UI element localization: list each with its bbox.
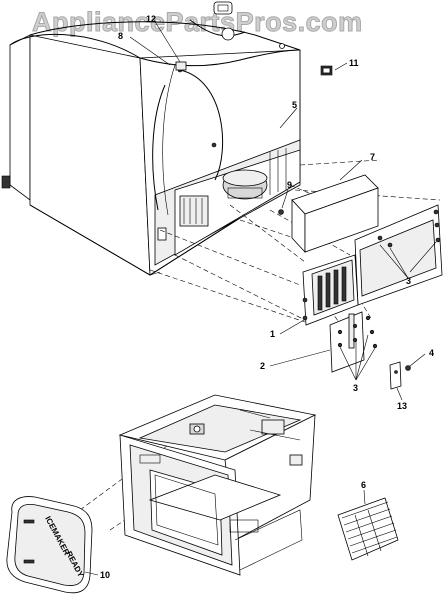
callout-9: 9 (287, 180, 292, 190)
part-11-connector (320, 65, 333, 76)
callout-12: 12 (146, 14, 156, 24)
part-1-vent-grille (302, 254, 359, 326)
part-12-wire-clip (175, 61, 187, 71)
part-4-screw (405, 365, 411, 371)
part-9-screw (278, 209, 284, 215)
logo-icon (213, 1, 233, 15)
callout-8: 8 (118, 31, 123, 41)
leader-lines (84, 19, 437, 576)
callout-7: 7 (370, 152, 375, 162)
callout-6: 6 (361, 480, 366, 490)
part-10-icemaker-cover: ICEMAKER READY (6, 496, 93, 594)
watermark-text: AppliancePartsPros.com (32, 7, 363, 37)
ice-bin-assembly (118, 394, 317, 576)
part-3-rear-cover (354, 204, 443, 306)
refrigerator-cabinet (1, 19, 301, 276)
part-7-insulation (291, 174, 379, 254)
callout-4: 4 (429, 348, 434, 358)
callout-11: 11 (349, 58, 359, 68)
callouts: 8 12 11 5 7 9 3 1 2 4 3 13 6 10 (100, 14, 434, 580)
callout-10: 10 (100, 570, 110, 580)
part-13-plate (389, 361, 402, 390)
part-6-grille-pad (337, 497, 399, 561)
callout-1: 1 (270, 329, 275, 339)
part-2-bracket (329, 311, 378, 373)
callout-3-bracket: 3 (353, 383, 358, 393)
callout-2: 2 (260, 361, 265, 371)
callout-3-right: 3 (406, 276, 411, 286)
callout-5: 5 (292, 100, 297, 110)
callout-13: 13 (397, 401, 407, 411)
